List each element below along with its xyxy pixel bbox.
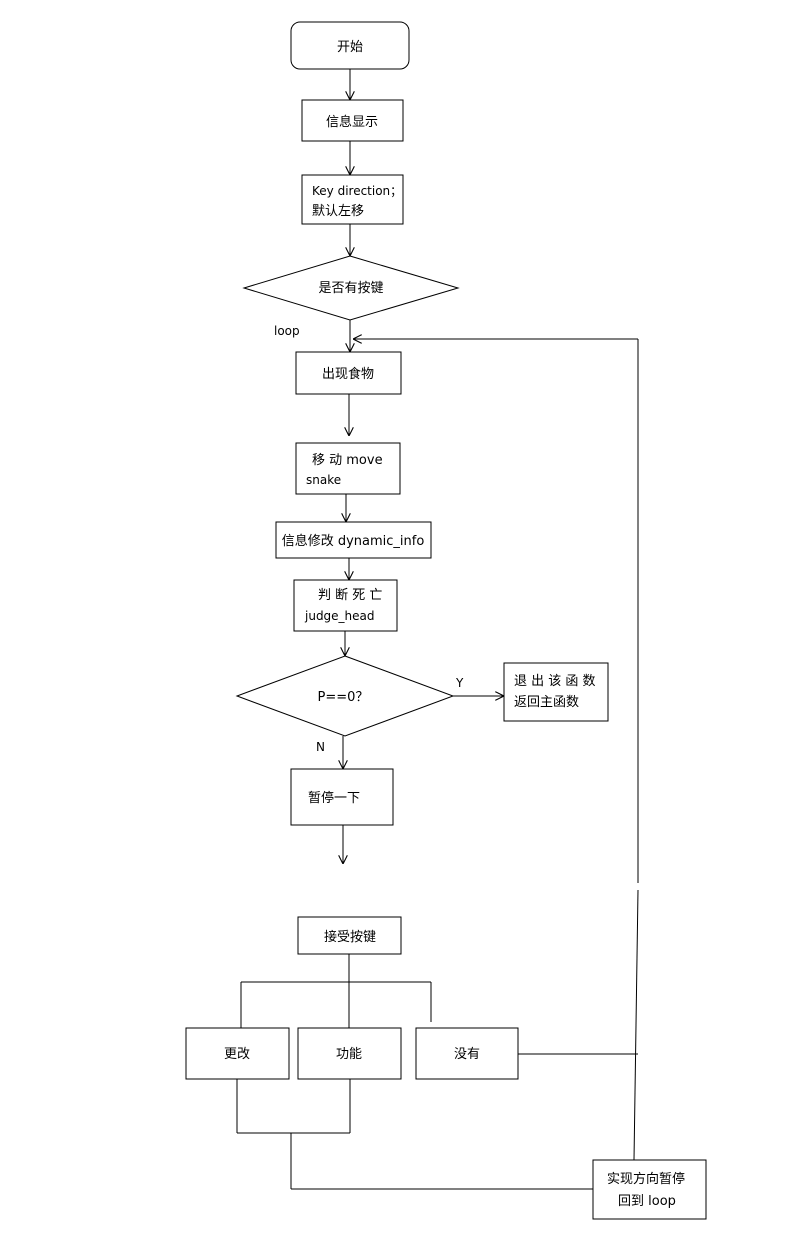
pause-node: [290, 768, 394, 826]
move-label-1: 移 动 move: [312, 453, 383, 468]
info-display-label: 信息显示: [326, 114, 378, 130]
exit-label-2: 返回主函数: [514, 695, 579, 710]
move-node: [295, 442, 401, 495]
key-direction-label-1: Key direction；: [312, 184, 402, 198]
any-key-label: 是否有按键: [318, 281, 383, 296]
function-node: [297, 1027, 402, 1080]
judge-label-2: judge_head: [304, 609, 375, 623]
no-label: N: [316, 740, 325, 754]
exit-node: [503, 662, 609, 722]
judge-node: [293, 579, 398, 632]
change-node: [185, 1027, 290, 1080]
info-modify-node: [275, 521, 432, 559]
accept-key-node: [297, 916, 402, 955]
judge-label-1: 判 断 死 亡: [318, 588, 382, 603]
accept-key-label: 接受按键: [324, 929, 376, 945]
loop-label: loop: [274, 324, 300, 338]
info-modify-label: 信息修改 dynamic_info: [282, 533, 425, 549]
yes-label: Y: [455, 676, 464, 690]
none-label: 没有: [454, 1047, 480, 1062]
realize-label-2: 回到 loop: [618, 1194, 676, 1209]
move-label-2: snake: [306, 473, 341, 487]
loop-right-rail-lower: [633, 889, 639, 1161]
info-display-node: [301, 99, 404, 142]
food-label: 出现食物: [322, 366, 374, 382]
none-node: [415, 1027, 519, 1080]
key-direction-label-2: 默认左移: [312, 203, 364, 219]
start-label: 开始: [337, 40, 363, 55]
p-check-decision: [235, 655, 455, 737]
change-label: 更改: [224, 1047, 250, 1062]
realize-label-1: 实现方向暂停: [607, 1171, 685, 1187]
realize-node: [592, 1159, 707, 1220]
key-direction-node: [301, 174, 404, 225]
food-node: [295, 351, 402, 395]
p-check-label: P==0？: [318, 690, 369, 705]
function-label: 功能: [336, 1047, 362, 1062]
pause-label: 暂停一下: [308, 790, 360, 806]
exit-label-1: 退 出 该 函 数: [514, 674, 596, 689]
